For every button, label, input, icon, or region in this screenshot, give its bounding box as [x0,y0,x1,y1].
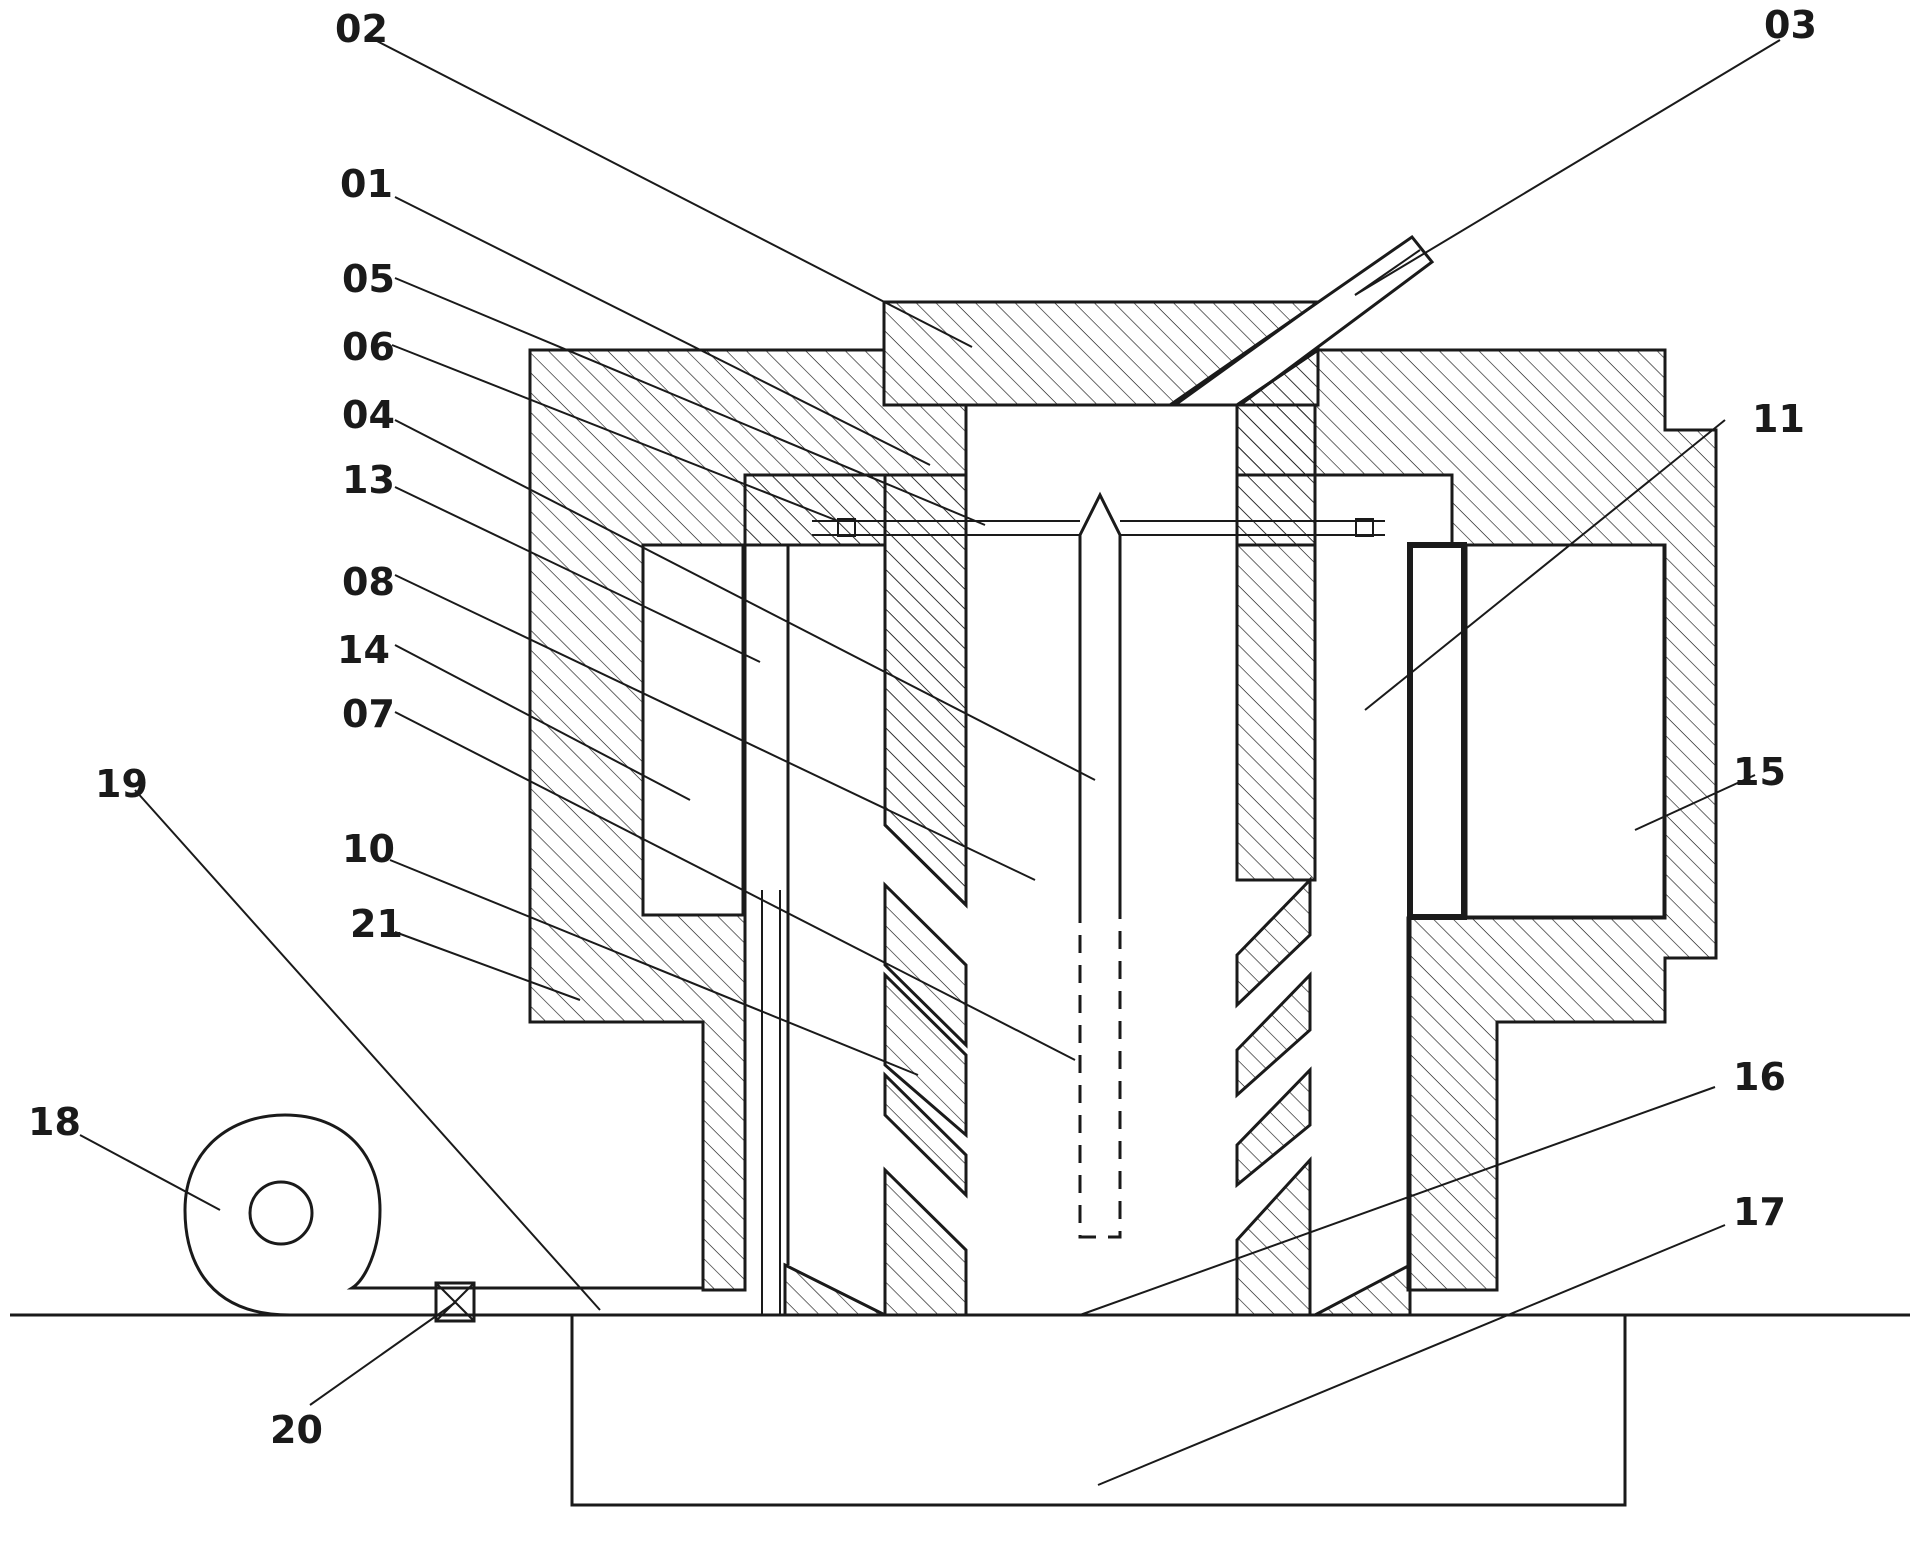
label-06: 06 [342,325,395,369]
label-07: 07 [342,692,395,736]
left-bottom-block [783,1262,886,1317]
plate-11 [1407,542,1467,920]
left-slot-2 [883,971,968,1139]
label-13: 13 [342,458,395,502]
bearing-06-left [837,518,856,537]
label-05: 05 [342,257,395,301]
tube-03 [1165,234,1435,407]
leader-lines [79,39,1781,1486]
right-bottom-block [1314,1262,1412,1317]
left-slot-1 [883,881,968,1049]
left-slot-4 [883,1166,968,1317]
chamber-14 [641,543,745,917]
label-02: 02 [335,7,388,51]
label-17: 17 [1733,1190,1786,1234]
right-slot-2 [1235,971,1312,1099]
label-14: 14 [337,628,390,672]
valve-20 [434,1281,476,1323]
left-column-upper [883,473,968,909]
left-slot-3 [883,1071,968,1199]
label-21: 21 [350,902,403,946]
label-04: 04 [342,393,395,437]
fan-18 [183,1113,703,1317]
chamber-15 [1464,543,1666,919]
label-08: 08 [342,560,395,604]
shaft-dashed [1078,905,1122,1239]
label-20: 20 [270,1408,323,1452]
label-11: 11 [1752,397,1805,441]
fan-hub [248,1180,314,1246]
right-slot-1 [1235,876,1312,1009]
label-19: 19 [95,762,148,806]
label-15: 15 [1733,750,1786,794]
container-17 [570,1315,1627,1507]
label-18: 18 [28,1100,81,1144]
bearing-06-right [1355,518,1374,537]
label-03: 03 [1764,3,1817,47]
cap-02 [882,300,1323,407]
shaft [1078,491,1122,905]
right-slot-4 [1235,1156,1312,1317]
label-01: 01 [340,162,393,206]
right-slot-3 [1235,1066,1312,1189]
label-16: 16 [1733,1055,1786,1099]
right-column-upper [1235,403,1317,882]
label-10: 10 [342,827,395,871]
